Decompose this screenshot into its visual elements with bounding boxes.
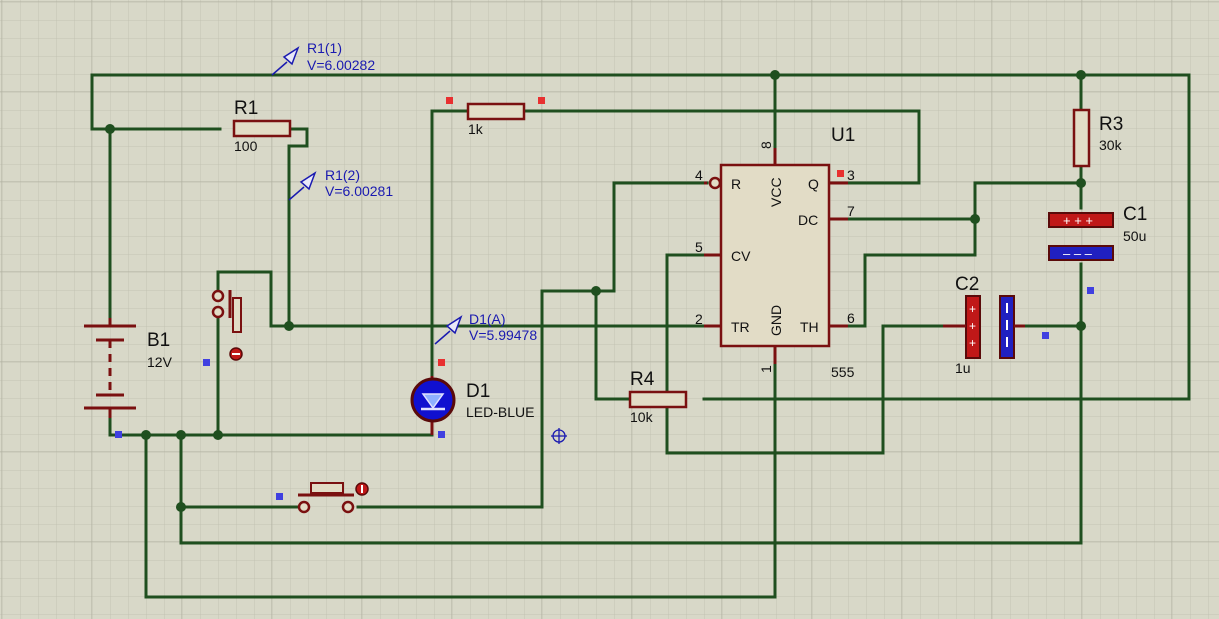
probe-r1-1-name: R1(1) (307, 40, 342, 56)
u1-pin-tr: TR (731, 319, 750, 335)
c2-ref: C2 (955, 274, 979, 295)
pushbutton-2[interactable] (276, 482, 369, 514)
u1-pinnum-4: 4 (695, 167, 703, 183)
c2-value: 1u (955, 360, 971, 376)
wires (90, 73, 1191, 599)
u1-pinnum-8: 8 (758, 141, 774, 149)
junctions (105, 70, 1086, 512)
resistor-r3[interactable]: R3 30k (1072, 108, 1123, 168)
u1-pinnum-5: 5 (695, 239, 703, 255)
r4-ref: R4 (630, 369, 655, 390)
resistor-r1[interactable]: R1 100 (232, 98, 292, 154)
battery-b1[interactable]: B1 12V (84, 318, 210, 438)
r4-value: 10k (630, 409, 654, 425)
r3-value: 30k (1099, 137, 1123, 153)
svg-text:+: + (969, 302, 976, 316)
led-d1[interactable]: D1 LED-BLUE (410, 359, 534, 438)
u1-pin-q: Q (808, 176, 819, 192)
u1-pin-r: R (731, 176, 741, 192)
probe-d1-a[interactable]: D1(A) V=5.99478 (434, 311, 537, 345)
r-top-value: 1k (468, 121, 484, 137)
r1-value: 100 (234, 138, 258, 154)
u1-pinnum-7: 7 (847, 203, 855, 219)
svg-text:– – –: – – – (1063, 246, 1093, 261)
r3-ref: R3 (1099, 114, 1123, 135)
probe-r1-2-reading: V=6.00281 (325, 183, 393, 199)
capacitor-c1[interactable]: + + + – – – C1 50u (1048, 204, 1147, 294)
u1-pin-dc: DC (798, 212, 818, 228)
probe-r1-2-name: R1(2) (325, 167, 360, 183)
r1-ref: R1 (234, 98, 258, 119)
probe-d1-a-reading: V=5.99478 (469, 327, 537, 343)
u1-pinnum-3: 3 (847, 167, 855, 183)
probe-r1-2[interactable]: R1(2) V=6.00281 (288, 167, 393, 201)
probe-r1-1-reading: V=6.00282 (307, 57, 375, 73)
u1-pinnum-2: 2 (695, 311, 703, 327)
u1-pin-gnd: GND (768, 305, 784, 336)
u1-pin-th: TH (800, 319, 819, 335)
d1-ref: D1 (466, 381, 490, 402)
ic-u1-555[interactable]: R CV TR Q DC TH VCC GND 4 5 2 3 7 6 8 1 … (695, 125, 855, 380)
b1-value: 12V (147, 354, 173, 370)
crosshair-cursor-icon (551, 428, 567, 444)
b1-ref: B1 (147, 330, 170, 351)
u1-pinnum-6: 6 (847, 310, 855, 326)
capacitor-c2[interactable]: + + + C2 1u (943, 274, 1049, 376)
probe-r1-1[interactable]: R1(1) V=6.00282 (271, 40, 375, 76)
pushbutton-1[interactable] (211, 289, 243, 361)
u1-value: 555 (831, 364, 855, 380)
d1-value: LED-BLUE (466, 404, 534, 420)
resistor-1k[interactable]: 1k (446, 97, 545, 137)
u1-pinnum-1: 1 (758, 365, 774, 373)
u1-pin-cv: CV (731, 248, 751, 264)
c1-value: 50u (1123, 228, 1146, 244)
svg-text:+: + (969, 336, 976, 350)
c1-ref: C1 (1123, 204, 1147, 225)
svg-text:+ + +: + + + (1063, 213, 1093, 228)
u1-pin-vcc: VCC (768, 177, 784, 207)
svg-text:+: + (969, 319, 976, 333)
resistor-r4[interactable]: R4 10k (628, 369, 688, 425)
u1-ref: U1 (831, 125, 855, 146)
probe-d1-a-name: D1(A) (469, 311, 506, 327)
